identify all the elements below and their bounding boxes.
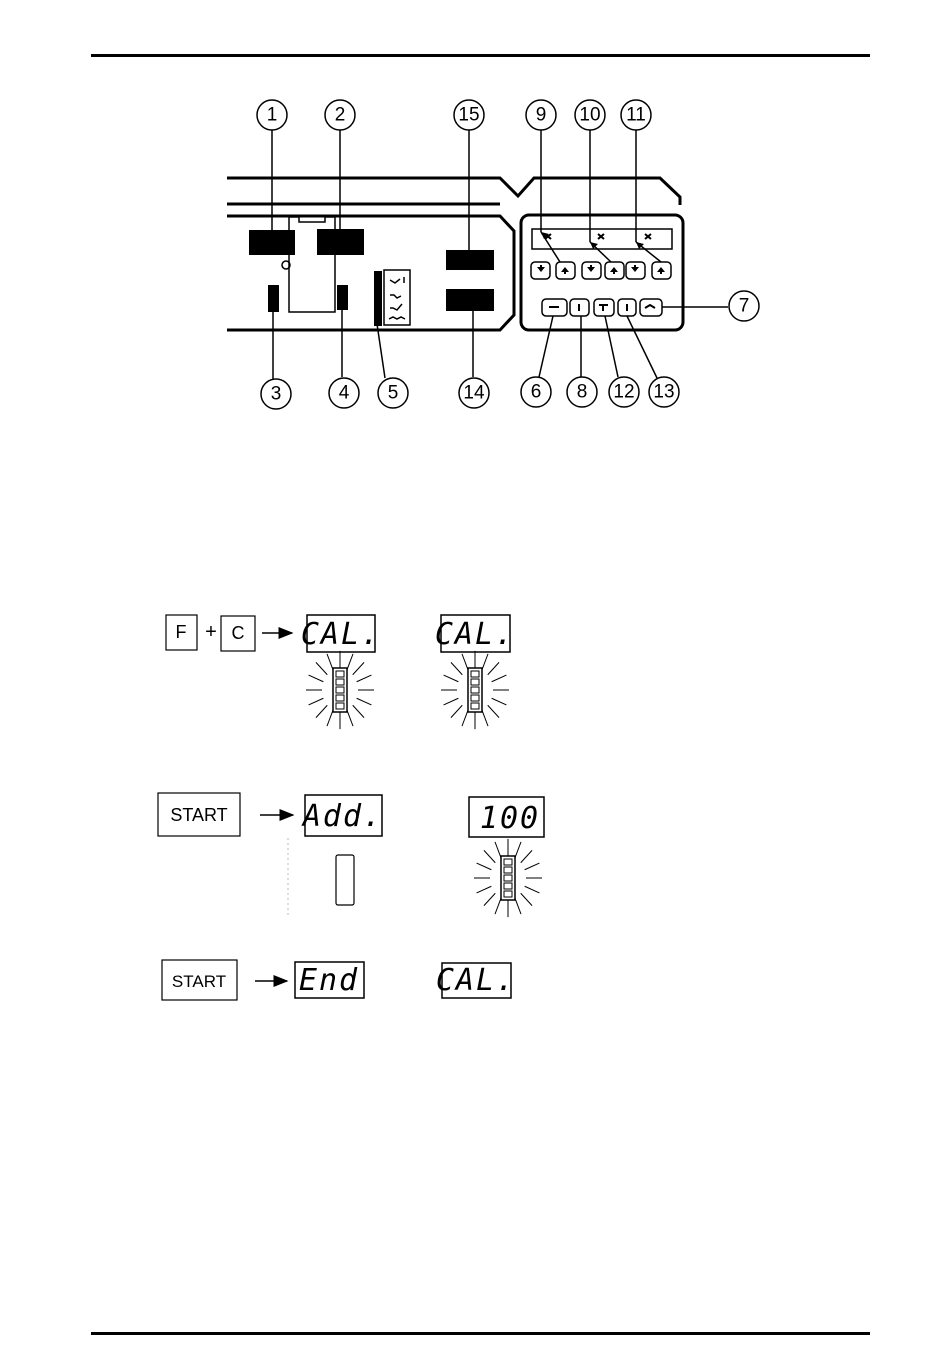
mode-bar-5	[374, 271, 382, 326]
display-block-1	[249, 230, 295, 255]
panel-top-outline	[227, 178, 680, 205]
step2-display-b	[469, 797, 544, 837]
step1-display-a-text: CAL.	[301, 617, 381, 652]
key-f	[166, 615, 197, 650]
start-key-1	[158, 793, 240, 836]
step3-display-a-text: End	[299, 963, 359, 998]
right-panel-outline	[521, 215, 683, 330]
display-block-2	[317, 229, 364, 255]
step1-row: F + C CAL. CAL.	[166, 615, 515, 652]
step1-display-b-text: CAL.	[435, 617, 515, 652]
callout-5: 5	[388, 383, 399, 404]
key-c-label: C	[232, 623, 245, 643]
callout-11: 11	[626, 105, 646, 126]
callout-6: 6	[531, 382, 542, 403]
callout-4: 4	[339, 383, 350, 404]
function-key-glyphs	[549, 304, 655, 311]
bottom-rule	[91, 1332, 870, 1335]
callout-10: 10	[579, 105, 600, 126]
callout-9: 9	[536, 105, 547, 126]
step1-display-a	[307, 615, 375, 652]
flashing-indicator-step1-b	[441, 651, 509, 729]
flashing-indicator-step2-b	[474, 839, 542, 917]
key-f-label: F	[176, 622, 187, 642]
indicator-bar-3	[268, 285, 279, 312]
start-key-1-label: START	[170, 805, 227, 825]
display-block-14	[446, 289, 494, 311]
plus-sign: +	[205, 621, 217, 643]
step2-display-a-text: Add.	[301, 799, 383, 834]
leader-arrowheads	[541, 232, 644, 249]
start-key-2	[162, 960, 237, 1000]
key-c	[221, 616, 255, 651]
step2-row: START Add. 100	[158, 793, 544, 915]
step2-display-b-text: 100	[480, 801, 540, 836]
start-key-2-label: START	[172, 972, 226, 991]
flashing-indicator-step1-a	[306, 651, 374, 729]
step3-row: START End CAL.	[162, 960, 516, 1000]
indicator-bar-4	[337, 285, 348, 310]
callout-14: 14	[463, 383, 485, 404]
step2-display-a	[305, 795, 382, 836]
step3-display-b	[442, 963, 511, 998]
channel-symbols	[545, 234, 651, 239]
callout-7: 7	[739, 296, 750, 317]
step1-display-b	[441, 615, 510, 652]
callout-15: 15	[458, 105, 479, 126]
step3-display-b-text: CAL.	[436, 963, 516, 998]
flashing-indicators	[306, 651, 542, 917]
callout-3: 3	[271, 384, 282, 405]
callout-13: 13	[653, 382, 674, 403]
step3-display-a	[295, 962, 364, 998]
callout-12: 12	[613, 382, 634, 403]
steady-indicator	[336, 855, 354, 905]
display-block-15	[446, 250, 494, 270]
callout-1: 1	[267, 105, 278, 126]
callout-2: 2	[335, 105, 346, 126]
arrow-keys-row[interactable]	[531, 262, 671, 279]
mode-symbol-icons	[389, 277, 405, 319]
callout-8: 8	[577, 382, 588, 403]
control-panel-diagram: 1 2 15 9 10 11 3 4 5 14 6 8 12 13 7	[0, 0, 950, 440]
